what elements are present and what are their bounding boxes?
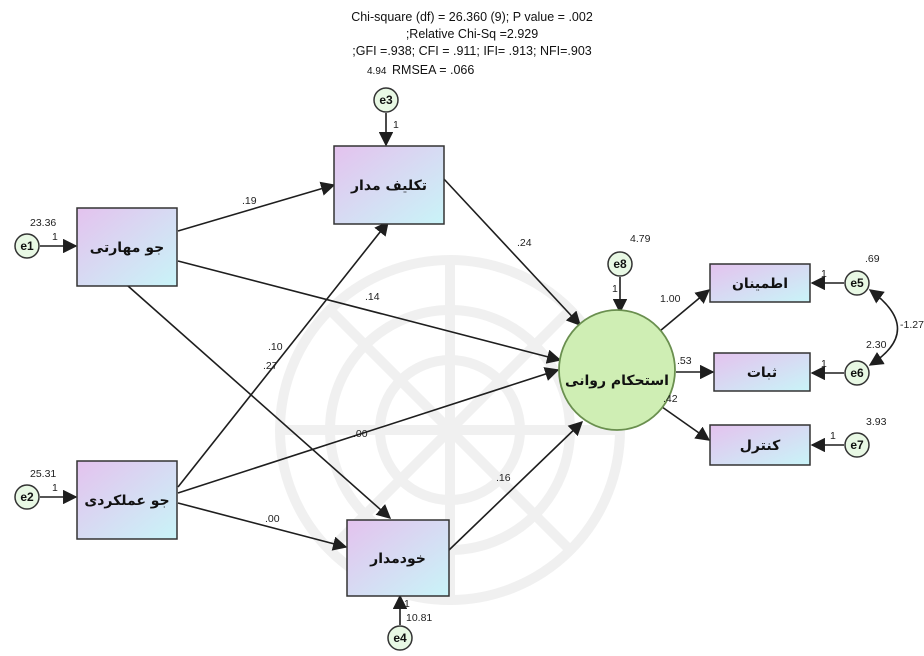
- label-etminan: اطمینان: [732, 276, 788, 292]
- coef-e7-load: 1: [830, 430, 836, 442]
- coef-estehkam-etminan: 1.00: [660, 293, 681, 305]
- edge-taklif-estehkam: [442, 177, 581, 327]
- edge-maharati-taklif: [177, 181, 336, 232]
- coef-e4-var: 10.81: [406, 612, 432, 624]
- coef-estehkam-sabat: .53: [677, 355, 692, 367]
- box-khod-madar: خودمدار: [346, 519, 450, 597]
- coef-e6-load: 1: [821, 358, 827, 370]
- coef-amalkardi-taklif: .10: [268, 341, 283, 353]
- coef-e2-load: 1: [52, 482, 58, 494]
- edge-maharati-estehkam: [177, 260, 562, 364]
- box-jo-amalkardi: جو عملکردی: [76, 460, 178, 540]
- coef-e1-var: 23.36: [30, 217, 56, 229]
- error-e6: e6: [844, 360, 870, 386]
- fit-statistics: Chi-square (df) = 26.360 (9); P value = …: [351, 10, 593, 77]
- label-jo-amalkardi: جو عملکردی: [84, 493, 169, 509]
- label-estehkam: استحکام روانی: [565, 373, 669, 389]
- coef-e2-var: 25.31: [30, 468, 56, 480]
- covariance-e5-e6: [868, 289, 899, 366]
- label-taklif-madar: تکلیف مدار: [350, 178, 427, 194]
- svg-text:e7: e7: [850, 438, 864, 452]
- fit-line-3: ;GFI =.938; CFI = .911; IFI= .913; NFI=.…: [352, 44, 592, 58]
- box-etminan: اطمینان: [709, 263, 811, 303]
- error-e5: e5: [844, 270, 870, 296]
- coef-taklif-estehkam: .24: [517, 237, 532, 249]
- svg-text:e1: e1: [20, 239, 34, 253]
- box-taklif-madar: تکلیف مدار: [333, 145, 445, 225]
- svg-text:e4: e4: [393, 631, 407, 645]
- coef-e3-load: 1: [393, 119, 399, 131]
- box-control: کنترل: [709, 424, 811, 466]
- coef-amalkardi-khod: .00: [265, 513, 280, 525]
- coef-maharati-taklif: .19: [242, 195, 257, 207]
- coef-amalkardi-estehkam: .00: [353, 428, 368, 440]
- coef-maharati-khod: .27: [263, 360, 278, 372]
- box-jo-maharati: جو مهارتی: [76, 207, 178, 287]
- label-control: کنترل: [740, 438, 781, 454]
- coef-e7-var: 3.93: [866, 416, 887, 428]
- fit-line-4-prefix: 4.94: [367, 66, 387, 77]
- label-khod-madar: خودمدار: [369, 551, 426, 567]
- error-e7: e7: [844, 432, 870, 458]
- edge-maharati-khod: [127, 285, 392, 519]
- error-e8: e8: [607, 251, 633, 277]
- edge-estehkam-control: [654, 401, 711, 441]
- coef-e5-e6-cov: -1.27: [900, 319, 924, 331]
- coef-e4-load: 1: [404, 598, 410, 610]
- svg-text:e2: e2: [20, 490, 34, 504]
- label-sabat: ثبات: [747, 365, 777, 381]
- coef-khod-estehkam: .16: [496, 472, 511, 484]
- coef-maharati-estehkam: .14: [365, 291, 380, 303]
- box-sabat: ثبات: [713, 352, 811, 392]
- fit-line-1: Chi-square (df) = 26.360 (9); P value = …: [351, 10, 593, 24]
- error-e4: e4: [387, 625, 413, 651]
- edge-khod-estehkam: [447, 421, 584, 552]
- edges: [40, 113, 899, 625]
- edge-amalkardi-estehkam: [177, 367, 560, 494]
- coefficient-labels: 23.36 1 25.31 1 1 1 10.81 .69 1 2.30 1 3…: [30, 119, 924, 624]
- fit-line-2: ;Relative Chi-Sq =2.929: [406, 27, 538, 41]
- edge-estehkam-etminan: [653, 289, 711, 337]
- svg-text:e3: e3: [379, 93, 393, 107]
- label-jo-maharati: جو مهارتی: [90, 240, 164, 256]
- fit-line-4: RMSEA = .066: [392, 63, 474, 77]
- svg-text:e6: e6: [850, 366, 864, 380]
- coef-e5-var: .69: [865, 253, 880, 265]
- coef-e8-load: 1: [612, 283, 618, 295]
- svg-text:e5: e5: [850, 276, 864, 290]
- edge-amalkardi-khod: [177, 502, 348, 551]
- coef-e5-load: 1: [821, 268, 827, 280]
- edge-amalkardi-taklif: [177, 220, 389, 488]
- error-e1: e1: [14, 233, 40, 259]
- latent-estehkam: استحکام روانی: [558, 309, 676, 431]
- svg-text:e8: e8: [613, 257, 627, 271]
- coef-e6-var: 2.30: [866, 339, 887, 351]
- error-e2: e2: [14, 484, 40, 510]
- coef-e8-var: 4.79: [630, 233, 651, 245]
- error-e3: e3: [373, 87, 399, 113]
- coef-e1-load: 1: [52, 231, 58, 243]
- coef-estehkam-control: .42: [663, 393, 678, 405]
